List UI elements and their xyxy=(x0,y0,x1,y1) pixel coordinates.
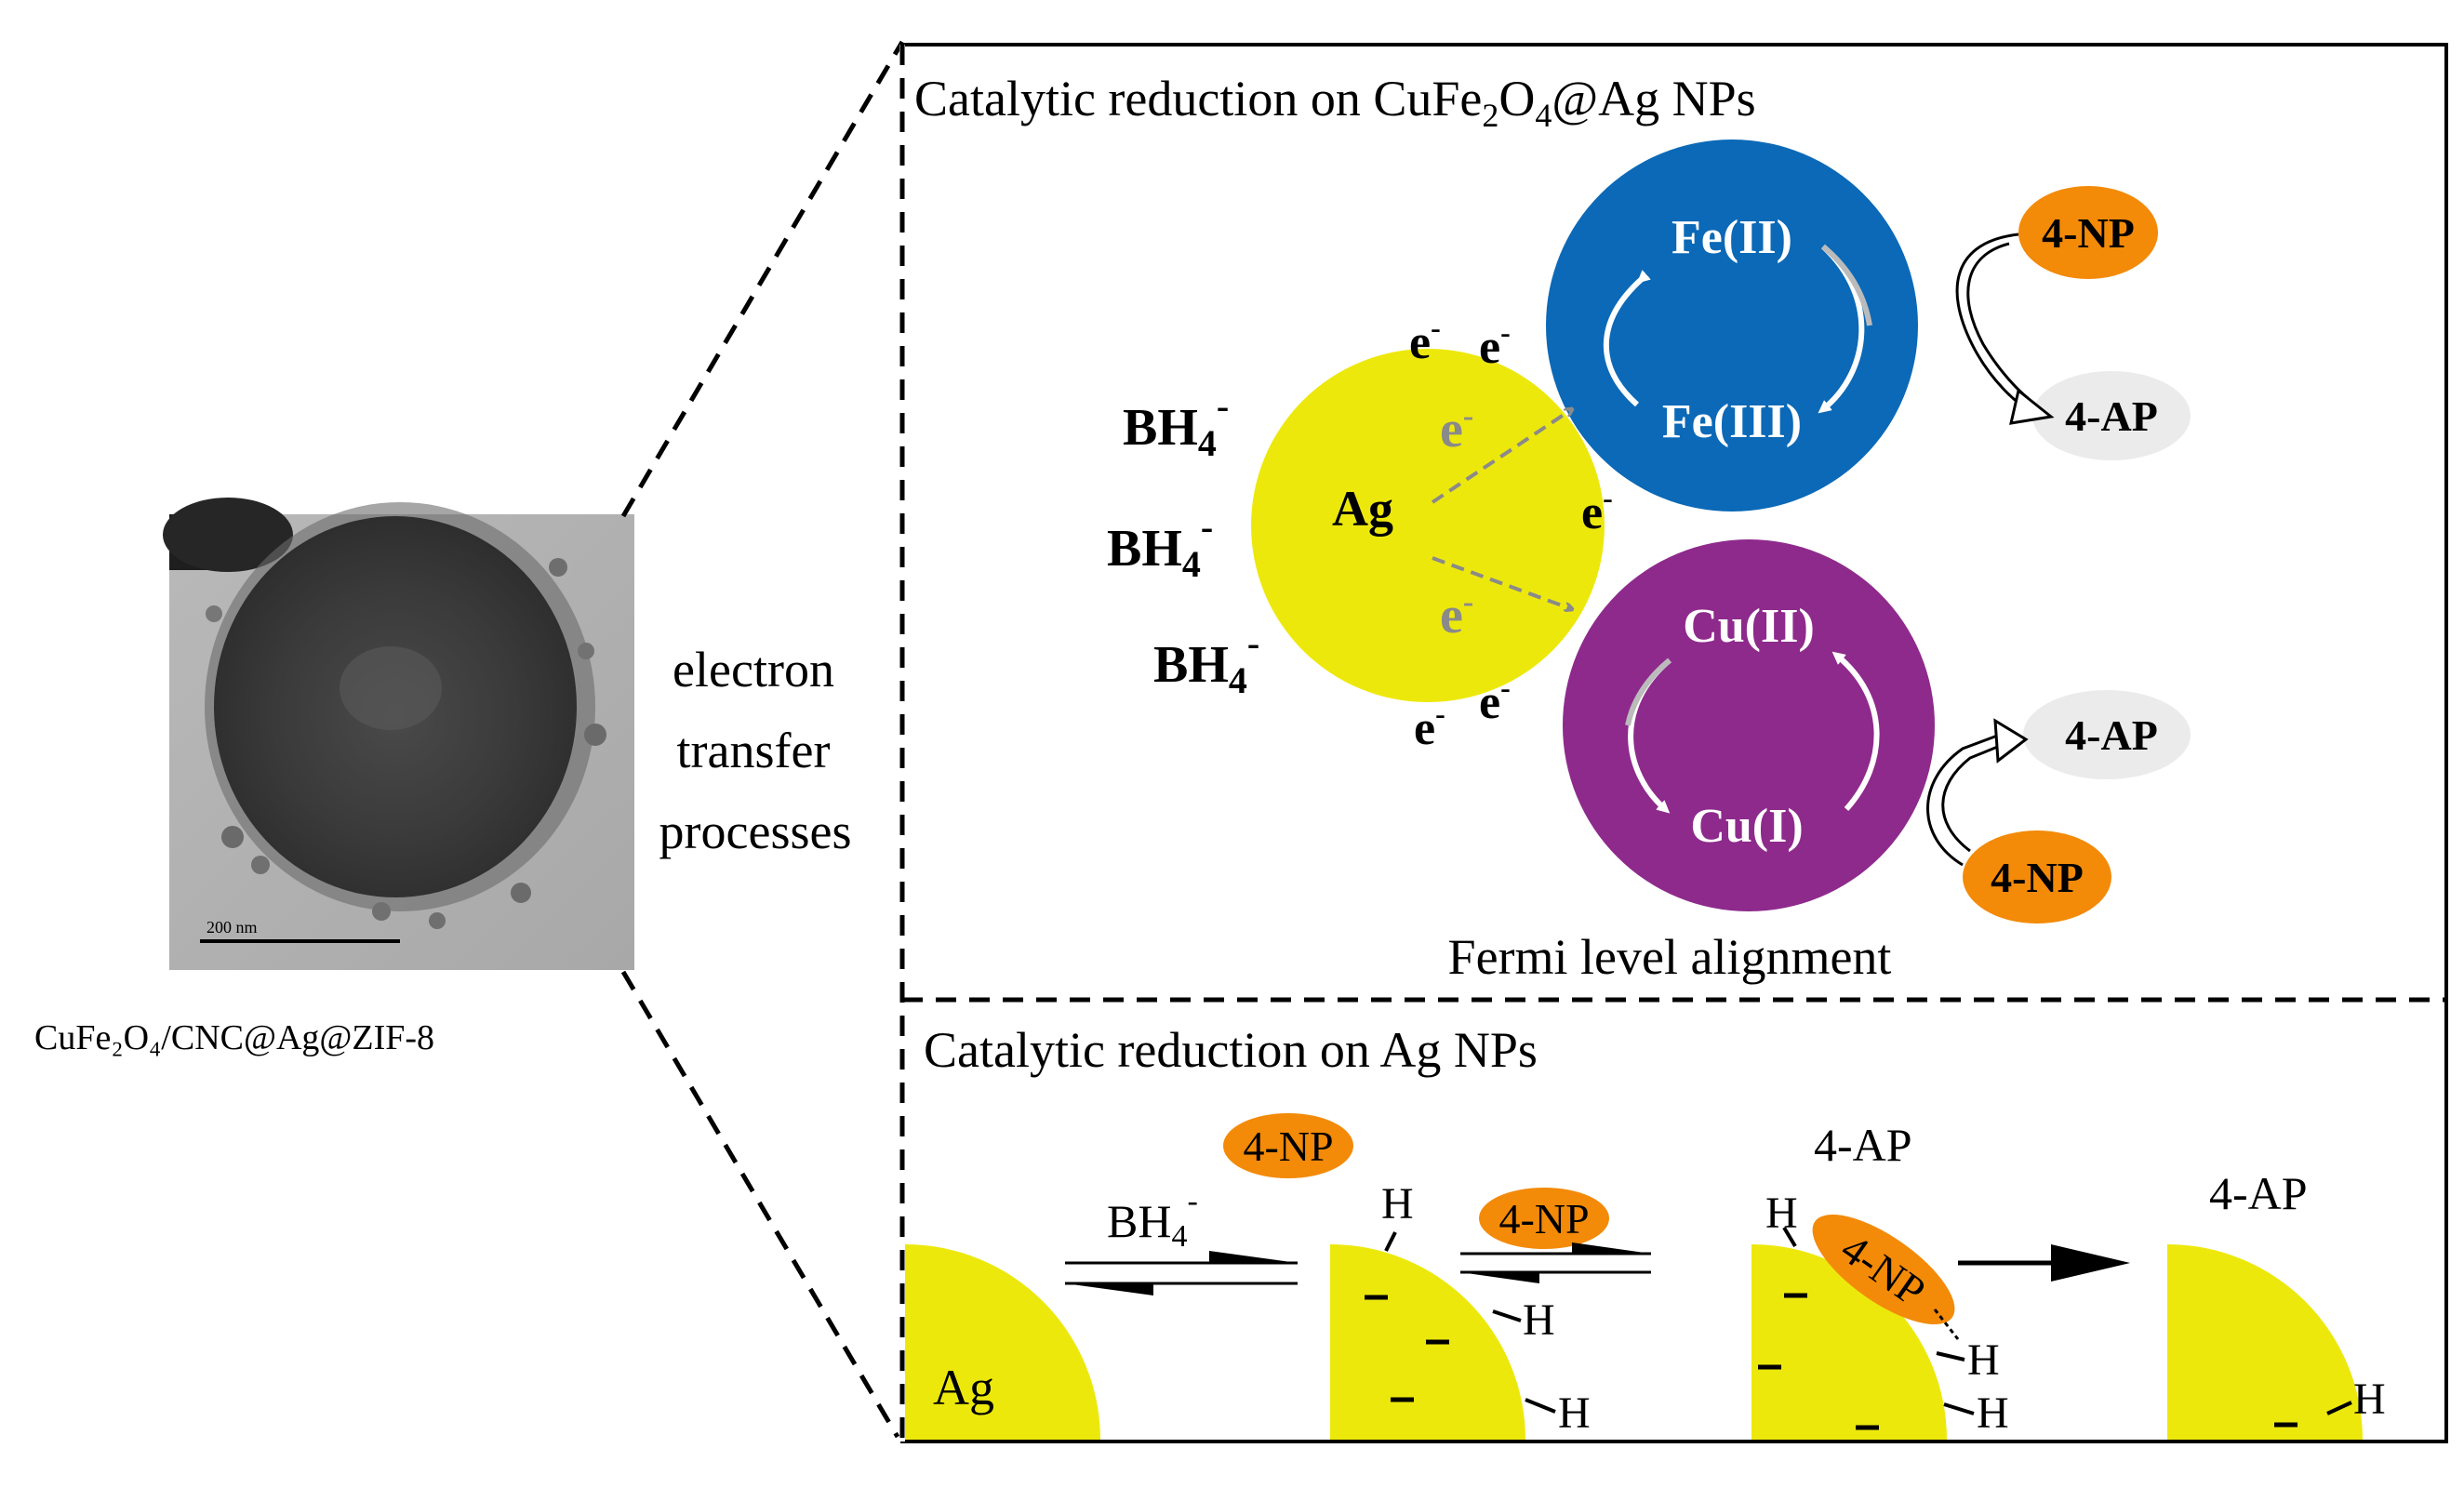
electrons-black: e- e- e- e- e- xyxy=(1409,311,1613,755)
step3-arrow xyxy=(1958,1244,2130,1282)
side-label-line2: transfer xyxy=(677,723,831,778)
fermi-label: Fermi level alignment xyxy=(1448,929,1892,985)
bh4-label-2: BH4- xyxy=(1107,506,1213,585)
step3-ap-label: 4-AP xyxy=(1814,1119,1912,1171)
electron-gray-2: e- xyxy=(1440,585,1473,644)
tem-image: 200 nm xyxy=(163,498,634,970)
cu-cycle-arrow-right xyxy=(1831,651,1880,812)
side-label: electron transfer processes xyxy=(659,642,852,859)
electron-black-4: e- xyxy=(1414,697,1445,755)
bh4-labels: BH4- BH4- BH4- xyxy=(1107,385,1259,701)
step2-h-right1: H xyxy=(1523,1295,1555,1345)
cu-conversion-arrow xyxy=(1926,733,2001,867)
bh4-label-1: BH4- xyxy=(1123,385,1229,464)
top-panel-title: Catalytic reduction on CuFe2O4@Ag NPs xyxy=(914,71,1756,134)
step2b-np-label: 4-NP xyxy=(1498,1195,1589,1242)
ag-surface-1 xyxy=(905,1244,1100,1440)
electron-gray-1: e- xyxy=(1440,399,1473,458)
cu-np-ap: 4-AP 4-NP xyxy=(1926,690,2191,923)
fe3-label: Fe(III) xyxy=(1662,395,1802,448)
step1-equilibrium: BH4- xyxy=(1065,1184,1298,1295)
step4: 4-AP H xyxy=(2209,1167,2386,1428)
electron-black-5: e- xyxy=(1479,671,1511,729)
step3-h-right2: H xyxy=(1977,1388,2009,1438)
zoom-line-bottom xyxy=(620,970,900,1439)
electron-black-1: e- xyxy=(1409,311,1441,369)
bottom-ag-label: Ag xyxy=(933,1360,994,1415)
electron-black-2: e- xyxy=(1479,315,1511,374)
fe-np-ap: 4-NP 4-AP xyxy=(1955,186,2191,460)
step2: 4-NP H xyxy=(1223,1113,1449,1402)
bottom-bh4-label: BH4- xyxy=(1107,1184,1198,1254)
ag-surface-4 xyxy=(2167,1244,2363,1440)
fe-ap-label: 4-AP xyxy=(2065,392,2158,440)
side-label-line1: electron xyxy=(673,642,834,698)
fe-particle: Fe(II) Fe(III) xyxy=(1546,140,1918,512)
step4-ap-label: 4-AP xyxy=(2209,1167,2308,1219)
cu1-label: Cu(I) xyxy=(1690,800,1803,853)
fe-np-label: 4-NP xyxy=(2042,209,2135,257)
tem-caption: CuFe₂O₄/CNC@Ag@ZIF-8 xyxy=(34,1018,434,1057)
tem-scale-label: 200 nm xyxy=(206,918,258,937)
ag-particle: Ag e- e- xyxy=(1251,349,1605,702)
electron-black-3: e- xyxy=(1581,481,1613,539)
step2-h-top: H xyxy=(1381,1179,1414,1229)
ag-label: Ag xyxy=(1332,481,1393,537)
step3: 4-AP 4-NP H H H xyxy=(1758,1119,2009,1438)
step3-h-top: H xyxy=(1765,1189,1798,1238)
step2-equilibrium: 4-NP H H xyxy=(1460,1188,1651,1438)
step3-h-right1: H xyxy=(1967,1335,2000,1385)
fe-conversion-arrow xyxy=(1955,232,2029,411)
fe2-label: Fe(II) xyxy=(1672,211,1792,264)
step2-h-right2: H xyxy=(1558,1388,1591,1438)
step4-h-label: H xyxy=(2353,1375,2386,1424)
electron-arrow-to-cu xyxy=(1432,556,1572,609)
step2-np-label: 4-NP xyxy=(1243,1123,1333,1170)
fe-cycle-arrow-left xyxy=(1603,270,1651,407)
electron-arrow-to-fe xyxy=(1431,409,1572,504)
cu-particle: Cu(II) Cu(I) xyxy=(1563,539,1935,911)
side-label-line3: processes xyxy=(659,804,852,859)
bh4-label-3: BH4- xyxy=(1153,622,1259,701)
cu-ap-label: 4-AP xyxy=(2065,711,2158,759)
cu-np-label: 4-NP xyxy=(1991,854,2084,901)
bottom-panel-title: Catalytic reduction on Ag NPs xyxy=(924,1022,1538,1078)
cu2-label: Cu(II) xyxy=(1683,600,1815,653)
zoom-line-top xyxy=(620,40,905,518)
